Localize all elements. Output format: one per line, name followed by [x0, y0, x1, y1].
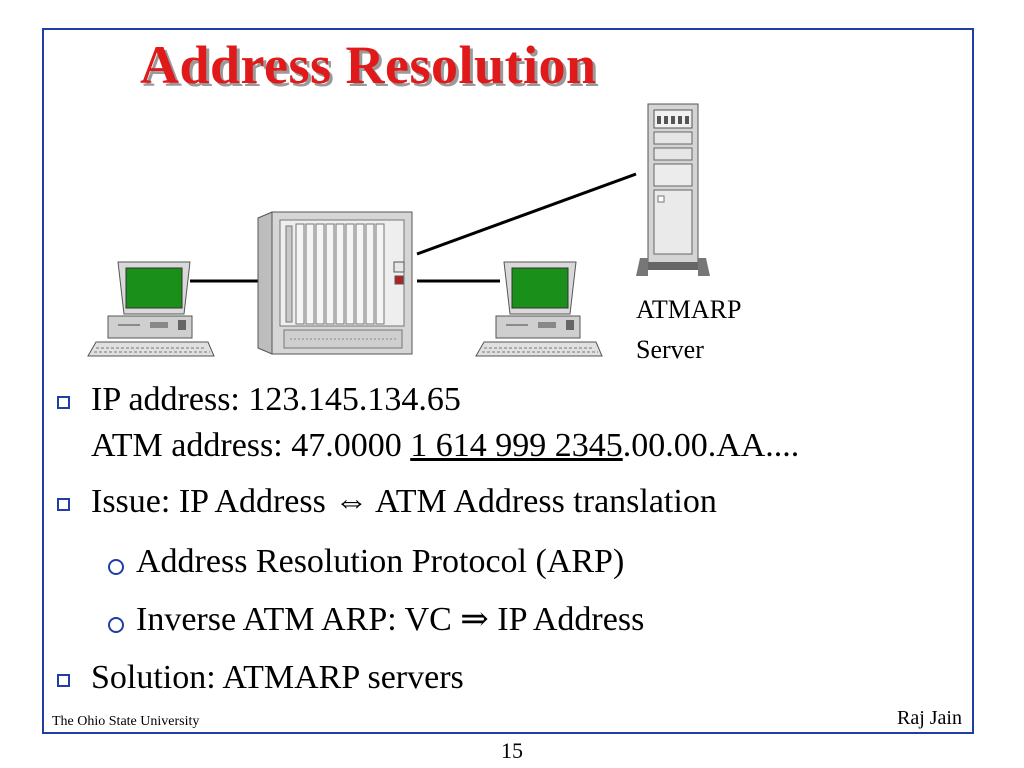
- slide-title: Address Resolution: [140, 35, 597, 95]
- circle-bullet-icon: [108, 559, 124, 575]
- page-number: 15: [501, 738, 523, 763]
- atm-address-underlined: 1 614 999 2345: [410, 427, 623, 464]
- bullet-issue: Issue: IP Address ⇔ ATM Address translat…: [91, 483, 717, 520]
- computer-icon: [475, 261, 603, 357]
- atm-address-suffix: .00.00.AA....: [622, 427, 800, 464]
- subbullet-arp: Address Resolution Protocol (ARP): [136, 543, 625, 580]
- server-label-line2: Server: [636, 335, 704, 364]
- bullet-solution: Solution: ATMARP servers: [91, 659, 464, 696]
- atm-switch-icon: [257, 211, 413, 355]
- server-label-line1: ATMARP: [636, 295, 742, 324]
- server-rack-icon: [636, 103, 710, 276]
- footer-author: Raj Jain: [897, 707, 962, 729]
- subbullet-inverse-arp: Inverse ATM ARP: VC ⇒ IP Address: [136, 601, 645, 638]
- slide-frame: [42, 28, 974, 734]
- bullet-atm-address: ATM address: 47.0000 1 614 999 2345.00.0…: [91, 427, 799, 465]
- bullet-ip-address: IP address: 123.145.134.65: [91, 381, 461, 418]
- circle-bullet-icon: [108, 617, 124, 633]
- square-bullet-icon: [57, 396, 70, 409]
- square-bullet-icon: [57, 498, 70, 511]
- atm-address-prefix: ATM address: 47.0000: [91, 427, 411, 464]
- computer-icon: [87, 261, 215, 357]
- footer-university: The Ohio State University: [52, 714, 200, 729]
- link-server: [416, 172, 637, 256]
- square-bullet-icon: [57, 674, 70, 687]
